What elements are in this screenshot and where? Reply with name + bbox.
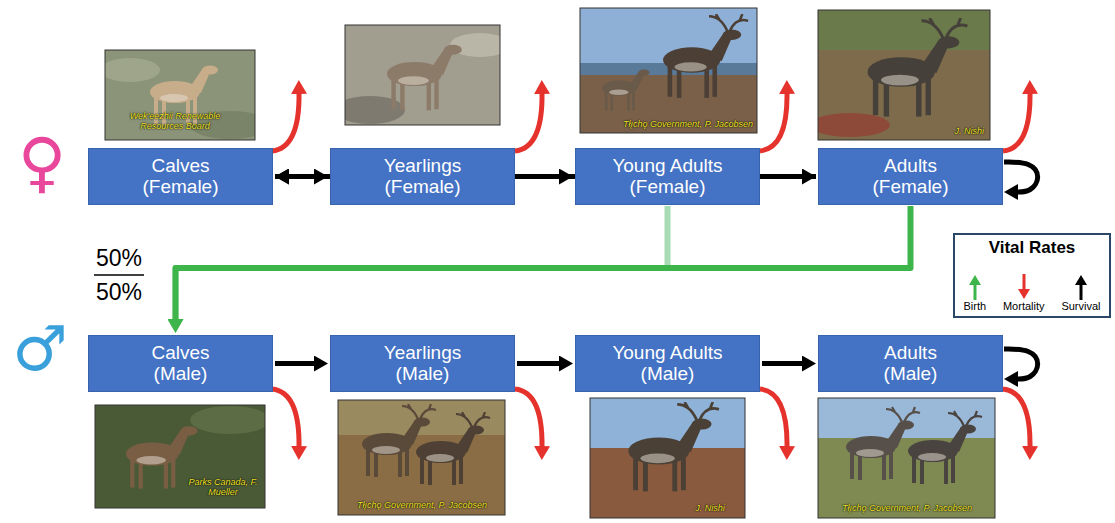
photo-credit: J. Nishi [678,503,742,513]
photo-frame [580,8,757,133]
legend-text: Birth [963,300,986,313]
calf-photo [105,50,255,140]
ratio-label: 50% [88,245,150,271]
stage-box: Young Adults (Male) [575,335,760,392]
stage-box: Adults (Male) [818,335,1003,392]
survival-arrow [517,361,561,366]
birth-line [176,206,911,321]
photo-frame [590,398,745,518]
photo-frame [338,400,505,515]
legend-arrow [1017,274,1031,300]
legend-items: Birth Mortality Survival [955,274,1109,313]
legend-title: Vital Rates [953,238,1111,258]
stage-box: Young Adults (Female) [575,148,760,205]
legend-arrow-head [1018,289,1030,299]
stage-label: Calves (Female) [131,156,231,198]
photo-credit: Wek'eezhii Renewable Resources Board [120,111,230,132]
male-symbol: ♂ [4,318,76,380]
stage-box: Yearlings (Female) [330,148,515,205]
legend-arrow-shaft [973,284,976,300]
photo-frame [105,50,255,140]
survival-loop [1004,349,1038,379]
photo-frame [345,25,500,125]
legend-arrow [968,274,982,300]
photo-credit: Tłı̨chǫ Government, P. Jacobsen [342,500,502,510]
photo-credit: Tłı̨chǫ Government, P. Jacobsen [596,119,753,129]
male-calf-photo [95,405,265,508]
stage-box: Adults (Female) [818,148,1003,205]
legend-arrow-shaft [1079,284,1082,300]
photo-frame [95,405,265,508]
mortality-arrow [272,92,299,151]
stage-label: Adults (Female) [861,156,961,198]
legend-text: Mortality [1003,300,1045,313]
stage-label: Adults (Male) [861,343,961,385]
photo-credit: Parks Canada, F. Mueller [184,477,262,498]
stage-label: Young Adults (Female) [600,156,735,198]
legend-arrow-head [969,275,981,285]
young-male-photo [590,398,745,518]
yearling-photo [345,25,500,125]
mortality-arrow [1003,389,1030,448]
birth-line [176,206,668,321]
stage-label: Young Adults (Male) [600,343,735,385]
legend-item: Birth [963,274,986,313]
adult-female-photo [818,10,990,140]
survival-loop [1004,162,1038,192]
stage-box: Calves (Male) [88,335,273,392]
mortality-arrow [1003,92,1030,151]
photo-frame [818,10,990,140]
mortality-arrow [760,389,787,448]
adult-male-photo [818,398,995,518]
stage-label: Calves (Male) [131,343,231,385]
legend-arrow [1074,274,1088,300]
stage-box: Yearlings (Male) [330,335,515,392]
photo-frame [818,398,995,518]
photo-credit: J. Nishi [922,126,984,136]
ratio-label: 50% [88,279,150,305]
mortality-arrow [515,389,542,448]
female-symbol: ♀ [8,130,76,196]
legend-item: Survival [1061,274,1100,313]
survival-arrow [275,361,316,366]
survival-arrow [762,361,804,366]
legend-arrow-shaft [1022,274,1025,290]
legend-item: Mortality [1003,274,1045,313]
legend-arrow-head [1075,275,1087,285]
stage-label: Yearlings (Female) [368,156,478,198]
mortality-arrow [272,389,299,448]
stage-label: Yearlings (Male) [368,343,478,385]
mortality-arrow [760,92,787,151]
legend-text: Survival [1061,300,1100,313]
young-adult-photo [580,8,757,133]
photo-credit: Tłı̨chǫ Government, P. Jacobsen [822,503,992,513]
male-yearling-photo [338,400,505,515]
fraction-bar [94,274,144,276]
mortality-arrow [515,92,542,151]
stage-box: Calves (Female) [88,148,273,205]
